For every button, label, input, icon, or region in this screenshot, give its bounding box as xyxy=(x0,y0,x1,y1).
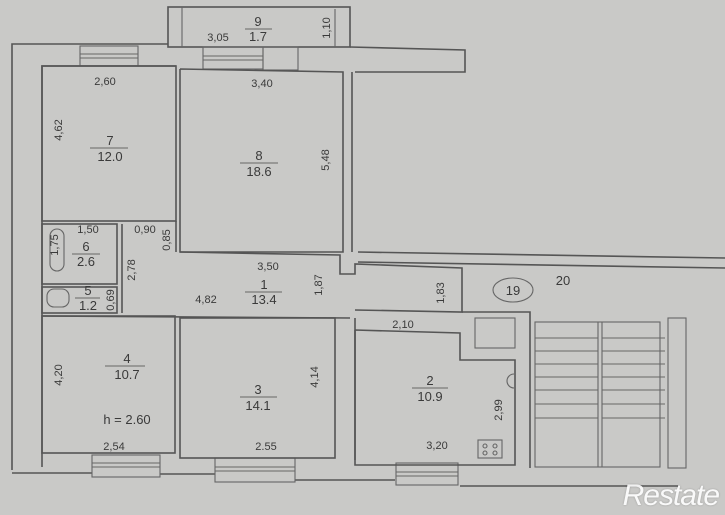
room-2-outline xyxy=(354,329,516,466)
marker-19-circle xyxy=(492,277,534,303)
room-labels: 9 1.7 7 12.0 8 18.6 6 2.6 5 1.2 1 13.4 4… xyxy=(72,14,570,427)
svg-text:2,10: 2,10 xyxy=(392,319,413,331)
svg-text:5,48: 5,48 xyxy=(320,149,332,170)
room-1-number: 1 xyxy=(260,277,267,292)
svg-text:2,54: 2,54 xyxy=(103,441,124,453)
svg-text:4,82: 4,82 xyxy=(195,294,216,306)
svg-text:3,20: 3,20 xyxy=(426,440,447,452)
stairwell xyxy=(492,277,687,469)
room-4-area: 10.7 xyxy=(114,367,139,382)
svg-text:4,62: 4,62 xyxy=(53,119,65,140)
gas-meter-icon xyxy=(506,373,515,389)
room-3-outline xyxy=(179,317,336,459)
svg-text:3,05: 3,05 xyxy=(207,32,228,44)
room-4-outline xyxy=(41,315,176,454)
svg-text:3,40: 3,40 xyxy=(251,78,272,90)
svg-text:1,83: 1,83 xyxy=(435,282,447,303)
room-1-area: 13.4 xyxy=(251,292,276,307)
svg-text:1,75: 1,75 xyxy=(49,234,61,255)
svg-text:2,60: 2,60 xyxy=(94,76,115,88)
room-7-outline xyxy=(41,65,177,222)
room-6-number: 6 xyxy=(82,239,89,254)
room-5-number: 5 xyxy=(84,283,91,298)
room-2-area: 10.9 xyxy=(417,389,442,404)
room-9-area: 1.7 xyxy=(249,29,267,44)
room-7-number: 7 xyxy=(106,133,113,148)
svg-text:1,50: 1,50 xyxy=(77,224,98,236)
svg-text:0,85: 0,85 xyxy=(161,229,173,250)
svg-text:3,50: 3,50 xyxy=(257,261,278,273)
restate-watermark-logo: Restate xyxy=(622,479,720,512)
room-3-number: 3 xyxy=(254,382,261,397)
ceiling-height: h = 2.60 xyxy=(103,412,150,427)
svg-text:2,78: 2,78 xyxy=(126,259,138,280)
room-9-number: 9 xyxy=(254,14,261,29)
room-6-area: 2.6 xyxy=(77,254,95,269)
marker-19: 19 xyxy=(506,283,520,298)
room-8-area: 18.6 xyxy=(246,164,271,179)
room-5-area: 1.2 xyxy=(79,298,97,313)
svg-text:2.55: 2.55 xyxy=(255,441,276,453)
dimension-labels: 3,05 1,10 2,60 4,62 3,40 5,48 1,50 1,75 … xyxy=(49,17,505,453)
room-7-area: 12.0 xyxy=(97,149,122,164)
svg-text:1,87: 1,87 xyxy=(313,274,325,295)
svg-text:0,69: 0,69 xyxy=(105,289,117,310)
room-3-area: 14.1 xyxy=(245,398,270,413)
room-8-number: 8 xyxy=(255,148,262,163)
wet-rooms xyxy=(41,223,123,314)
svg-text:4,20: 4,20 xyxy=(53,364,65,385)
room-2-number: 2 xyxy=(426,373,433,388)
marker-20: 20 xyxy=(556,273,570,288)
room-8-outline xyxy=(179,68,344,253)
svg-text:4,14: 4,14 xyxy=(309,366,321,387)
room-4-number: 4 xyxy=(123,351,130,366)
stove-icon xyxy=(477,439,503,459)
svg-text:0,90: 0,90 xyxy=(134,224,155,236)
svg-text:2,99: 2,99 xyxy=(493,399,505,420)
svg-text:1,10: 1,10 xyxy=(321,17,333,38)
